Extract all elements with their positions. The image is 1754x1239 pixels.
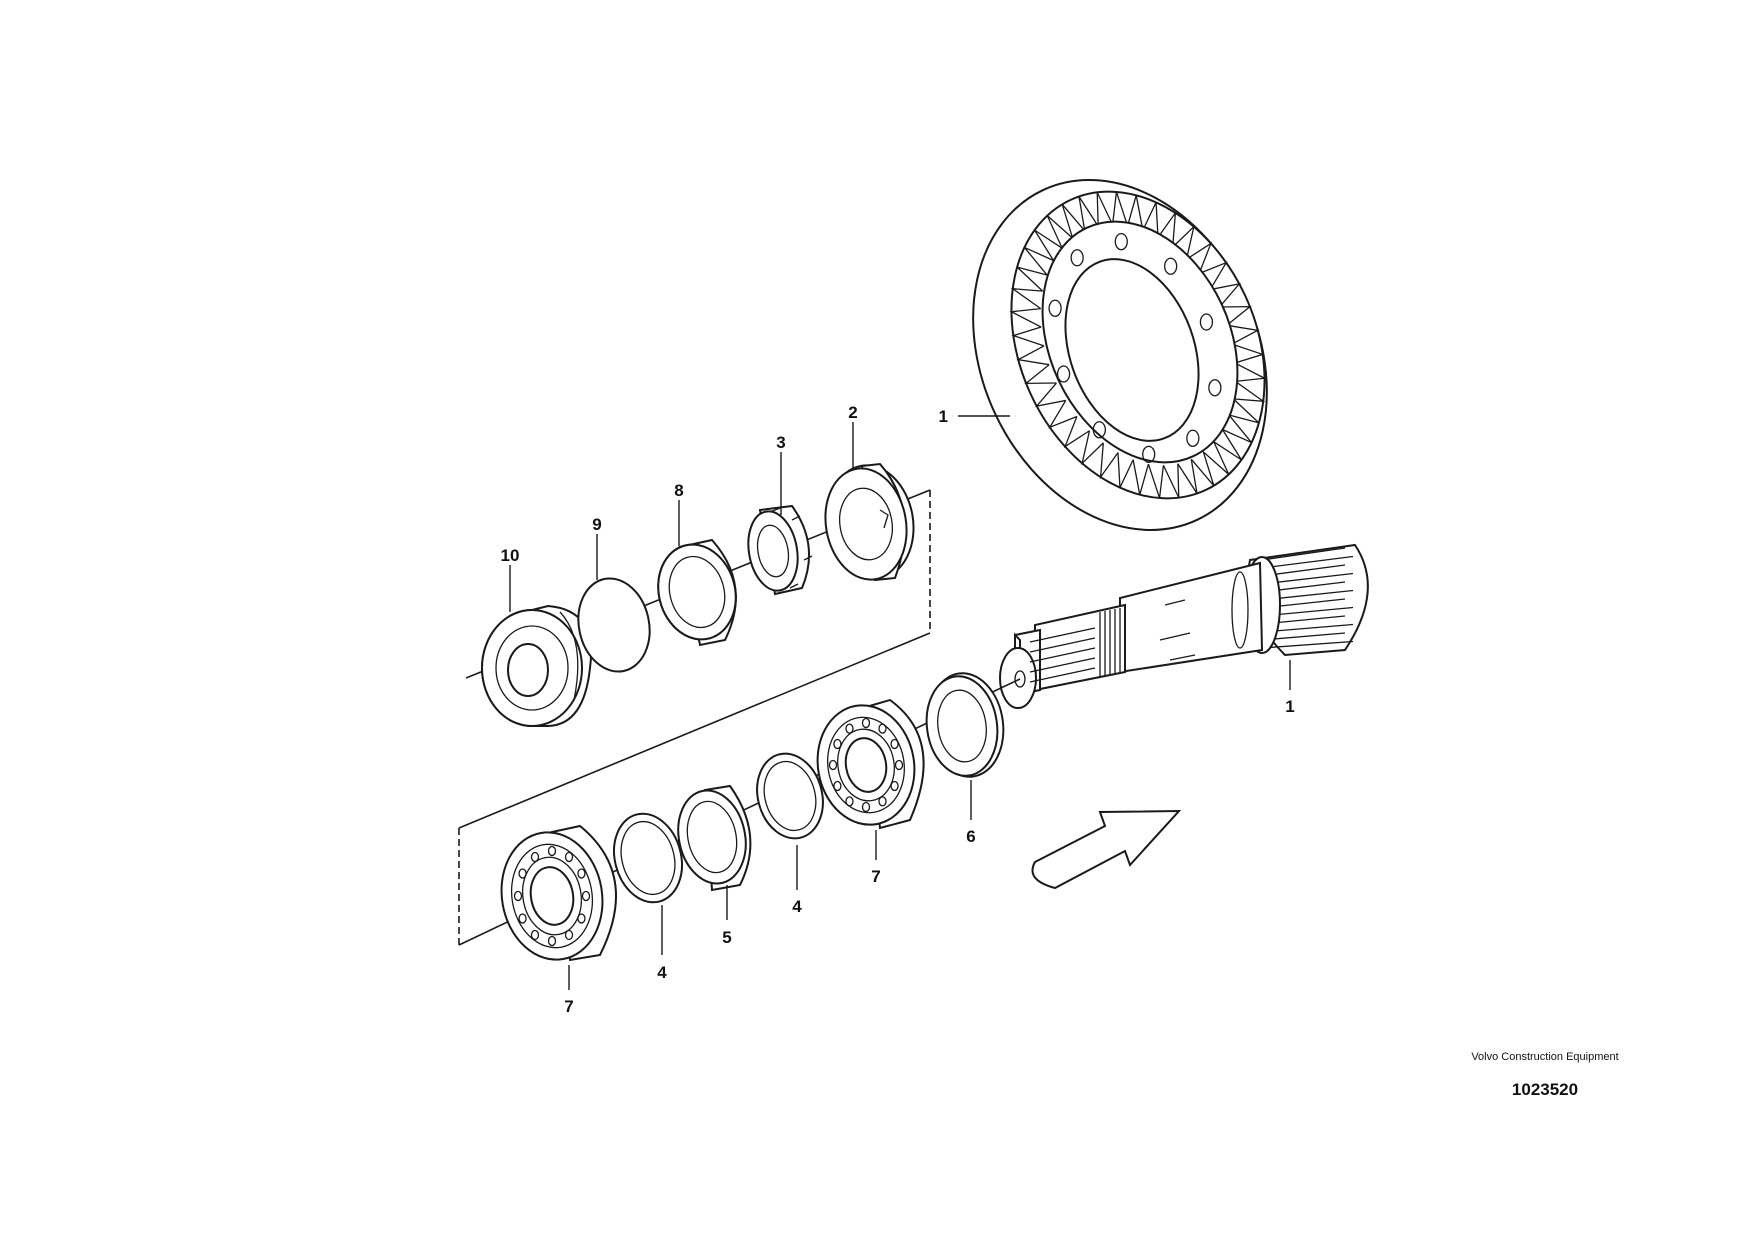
direction-arrow-icon (1031, 809, 1182, 890)
bearing-rollers (828, 717, 904, 813)
ring-4-right[interactable] (748, 746, 832, 846)
nut-3[interactable] (742, 504, 813, 596)
callout-spacer-5[interactable]: 5 (722, 928, 731, 947)
shaft-splines (1029, 627, 1096, 683)
ring-gear-teeth (1009, 191, 1267, 499)
manufacturer-label: Volvo Construction Equipment (1471, 1051, 1619, 1063)
spacer-5[interactable] (670, 784, 754, 892)
callout-ring-4-left[interactable]: 4 (657, 963, 667, 982)
callout-pinion[interactable]: 1 (1285, 697, 1294, 716)
callout-bearing-7-upper[interactable]: 7 (871, 867, 880, 886)
callout-nut-3[interactable]: 3 (776, 433, 785, 452)
ring-8[interactable] (648, 536, 746, 648)
callouts: 1 1 2 3 8 9 10 6 7 4 5 4 7 (501, 403, 1295, 1016)
ring-gear[interactable] (918, 132, 1322, 579)
leader-lines (509, 415, 1291, 990)
bearing-7-upper[interactable] (808, 698, 925, 833)
shim-6[interactable] (920, 668, 1009, 781)
washer-2[interactable] (817, 459, 922, 587)
callout-bearing-7-lower[interactable]: 7 (564, 997, 573, 1016)
circlip-9[interactable] (570, 572, 658, 678)
callout-ring-gear[interactable]: 1 (939, 407, 948, 426)
ring-gear-bolt-holes (1048, 233, 1222, 463)
callout-shim-6[interactable]: 6 (966, 827, 975, 846)
callout-ring-4-right[interactable]: 4 (792, 897, 802, 916)
drawing-number: 1023520 (1511, 1080, 1579, 1099)
bearing-7-lower[interactable] (492, 824, 617, 967)
callout-seal-10[interactable]: 10 (501, 546, 520, 565)
bearing-rollers (513, 845, 591, 947)
callout-ring-8[interactable]: 8 (674, 481, 683, 500)
pinion-shaft[interactable] (999, 543, 1369, 709)
seal-10[interactable] (481, 604, 593, 727)
connector-line (458, 632, 931, 829)
ring-4-left[interactable] (604, 806, 691, 910)
callout-washer-2[interactable]: 2 (848, 403, 857, 422)
callout-circlip-9[interactable]: 9 (592, 515, 601, 534)
shaft-threads (1099, 607, 1126, 676)
